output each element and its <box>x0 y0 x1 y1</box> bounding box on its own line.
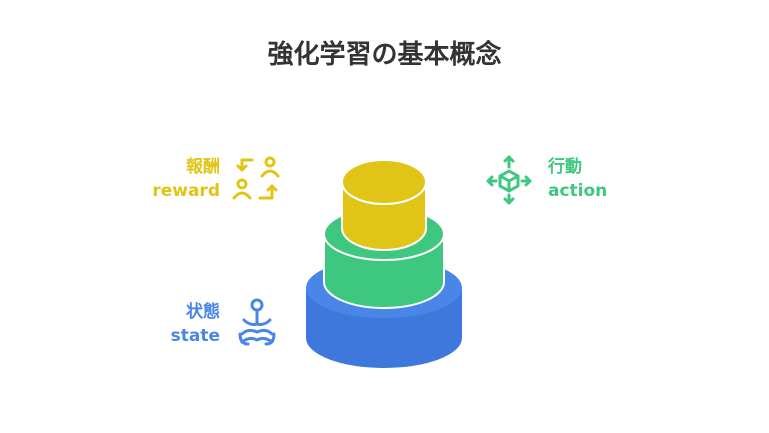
action-label: 行動 action <box>548 155 648 203</box>
cube-move-icon <box>486 155 532 205</box>
reward-exchange-icon <box>232 156 280 200</box>
state-label-en: state <box>170 326 220 346</box>
reward-label-en: reward <box>152 181 220 201</box>
state-label: 状態 state <box>130 300 220 348</box>
reward-label: 報酬 reward <box>130 155 220 203</box>
action-label-ja: 行動 <box>548 157 582 177</box>
reward-cylinder <box>341 159 427 251</box>
meditation-person-icon <box>238 298 276 346</box>
state-label-ja: 状態 <box>186 302 220 322</box>
diagram-title: 強化学習の基本概念 <box>267 40 502 70</box>
reward-label-ja: 報酬 <box>186 157 220 177</box>
action-label-en: action <box>548 181 608 201</box>
